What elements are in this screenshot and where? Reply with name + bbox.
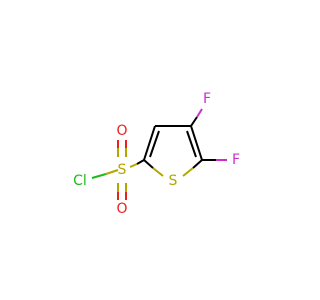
bond-c4-f-top-half-c [190, 116, 198, 127]
bond-c5-s-half-c [192, 159, 203, 169]
fluorine-right-label: F [232, 152, 240, 168]
sulfonyl-sulfur-label: S [118, 162, 127, 178]
bonds [91, 108, 227, 200]
structure-diagram: Cl S O O S F F [73, 91, 240, 217]
oxygen-bottom-label: O [116, 201, 127, 217]
bond-s-c2-half-s [129, 163, 138, 168]
bond-s-c2-ring-half-s [152, 167, 164, 177]
bond-cl-s-half-s [105, 169, 119, 175]
bond-c2-c3-inner [149, 130, 160, 158]
bond-c4-c5 [190, 125, 203, 161]
bond-s-c2-ring-half-c [143, 159, 154, 169]
ring-sulfur-label: S [169, 173, 178, 189]
bond-cl-s-half-cl [91, 173, 107, 179]
atom-labels: Cl S O O S F F [73, 91, 240, 217]
bond-c2-c3 [143, 125, 156, 161]
bond-c4-f-top-half-f [196, 108, 203, 118]
bond-c4-c5-inner [186, 130, 197, 158]
bond-s-c2-half-c [136, 159, 145, 165]
bond-c5-s-half-s [182, 167, 194, 177]
oxygen-top-label: O [116, 123, 127, 139]
chlorine-label: Cl [73, 173, 87, 189]
fluorine-top-label: F [203, 91, 211, 107]
